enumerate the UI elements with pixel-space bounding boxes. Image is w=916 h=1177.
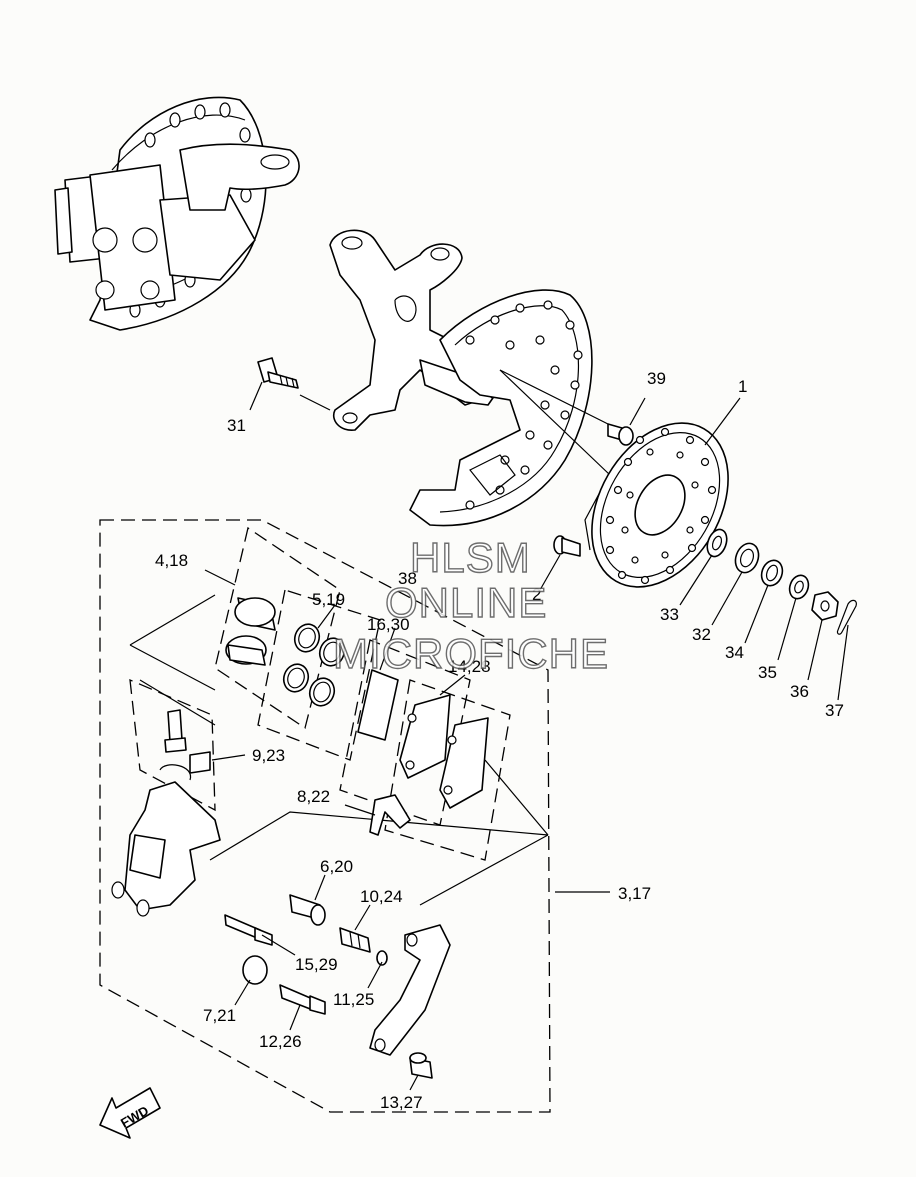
brake-disc [584, 422, 729, 588]
hub-washers [706, 528, 857, 635]
slide-bolt [224, 914, 273, 946]
bolt-39 [607, 423, 634, 446]
caliper-pin [339, 927, 371, 953]
label-13-27: 13,27 [380, 1093, 423, 1112]
label-38: 38 [398, 569, 417, 588]
slide-pin [289, 894, 326, 926]
label-3-17: 3,17 [618, 884, 651, 903]
label-35: 35 [758, 663, 777, 682]
seals [282, 623, 346, 707]
pin-boot [242, 955, 268, 985]
label-33: 33 [660, 605, 679, 624]
callout-labels: 1 39 31 4,18 5,19 38 2 16,30 14,28 9,23 … [155, 369, 844, 1112]
sleeve [409, 1052, 433, 1079]
label-5-19: 5,19 [312, 590, 345, 609]
bracket-bolt [279, 984, 326, 1015]
dust-shield [409, 289, 593, 527]
label-6-20: 6,20 [320, 857, 353, 876]
label-9-23: 9,23 [252, 746, 285, 765]
label-32: 32 [692, 625, 711, 644]
label-10-24: 10,24 [360, 887, 403, 906]
watermark-line-3: MICROFICHE [333, 630, 609, 677]
washer [376, 950, 388, 966]
watermark: HLSM ONLINE MICROFICHE [332, 533, 609, 677]
label-39: 39 [647, 369, 666, 388]
label-16-30: 16,30 [367, 615, 410, 634]
label-15-29: 15,29 [295, 955, 338, 974]
leader-lines [204, 381, 849, 1091]
pad-shim [357, 669, 399, 741]
steering-knuckle [329, 229, 496, 431]
label-11-25: 11,25 [333, 990, 374, 1009]
pistons [225, 597, 276, 666]
forward-arrow-icon: FWD [99, 1087, 161, 1139]
label-2: 2 [532, 585, 541, 604]
brake-pads [399, 694, 489, 809]
bolt-2 [553, 535, 581, 557]
bleed-screw [159, 709, 211, 781]
label-8-22: 8,22 [297, 787, 330, 806]
label-34: 34 [725, 643, 744, 662]
label-31: 31 [227, 416, 246, 435]
watermark-line-2: ONLINE [385, 579, 547, 626]
watermark-line-1: HLSM [410, 534, 531, 581]
label-7-21: 7,21 [203, 1006, 236, 1025]
label-36: 36 [790, 682, 809, 701]
caliper-assembly-boundary [99, 519, 551, 1113]
label-4-18: 4,18 [155, 551, 188, 570]
caliper-body [111, 781, 221, 917]
label-1: 1 [738, 377, 747, 396]
reference-caliper-view [54, 96, 300, 331]
label-14-28: 14,28 [448, 657, 491, 676]
pad-spring [369, 794, 411, 836]
caliper-bracket [369, 924, 451, 1056]
label-12-26: 12,26 [259, 1032, 302, 1051]
bolt-31 [257, 357, 299, 389]
label-37: 37 [825, 701, 844, 720]
